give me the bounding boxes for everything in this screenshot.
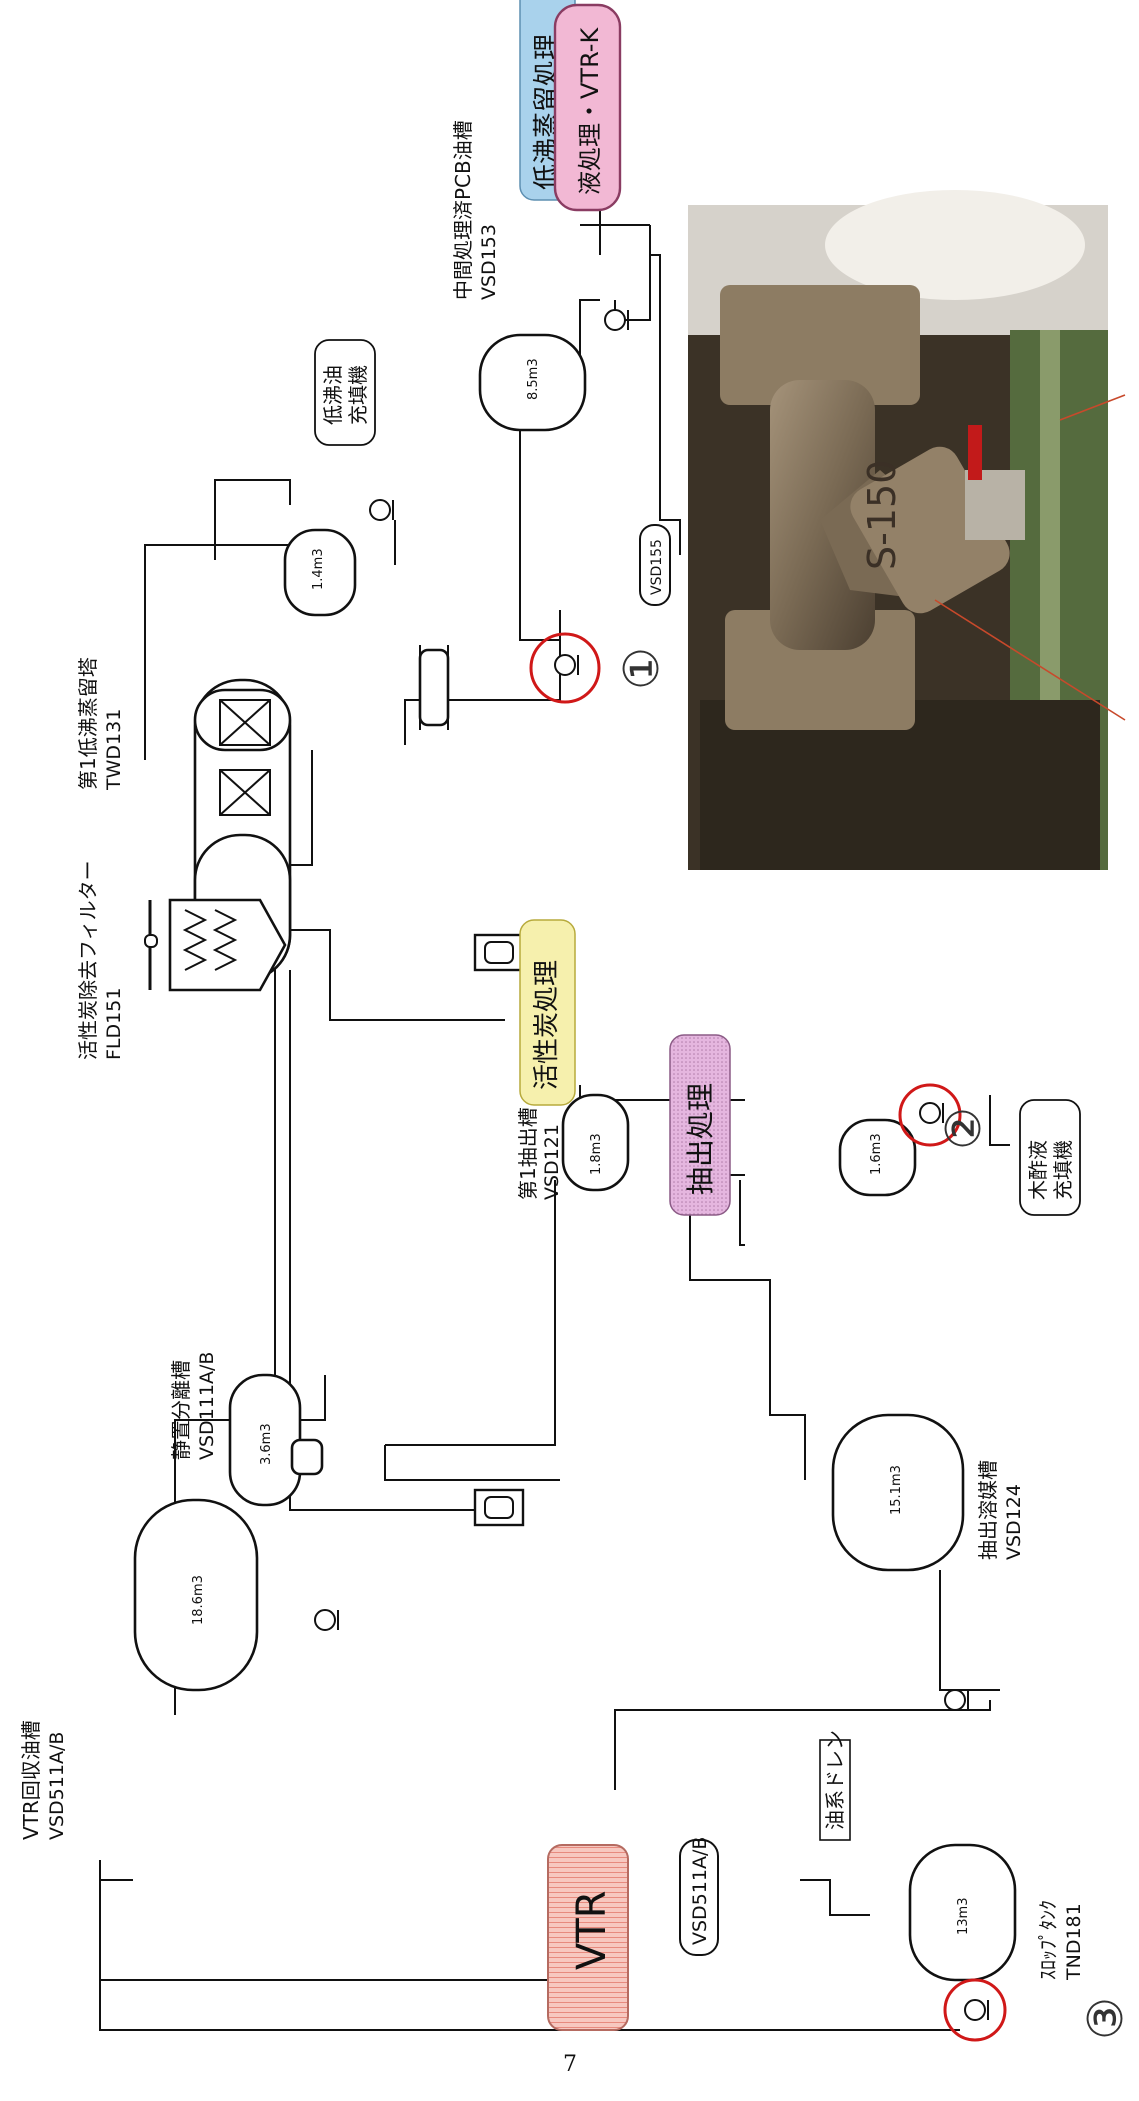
strainer-marking: S-150: [860, 460, 904, 570]
section-extraction-label: 抽出処理: [684, 1083, 717, 1195]
intermediate-tank-volume: 8.5m3: [526, 358, 541, 400]
marker-2: ②: [936, 1107, 992, 1150]
static-separator-code: VSD111A/B: [196, 1352, 218, 1460]
highlight-pump-2: [898, 1083, 962, 1147]
low-boil-filler-line2: 充填機: [346, 365, 370, 425]
static-separator-volume: 3.6m3: [259, 1423, 274, 1465]
activated-carbon-filter: [144, 898, 287, 992]
first-extraction-code: VSD121: [541, 1124, 563, 1200]
low-boiling-receiver: [283, 528, 357, 617]
extraction-solvent-name: 抽出溶媒槽: [976, 1460, 1000, 1560]
pump: [964, 1999, 989, 2021]
vtr-recovery-code: VSD511A/B: [46, 1732, 68, 1840]
static-separator-name: 静置分離槽: [169, 1360, 193, 1460]
heat-exchanger: [418, 645, 450, 730]
pump: [314, 1609, 339, 1631]
first-extraction-volume: 1.8m3: [589, 1133, 604, 1175]
static-separator-boot: [290, 1438, 324, 1476]
pump: [604, 309, 629, 331]
section-activated-carbon-label: 活性炭処理: [532, 960, 562, 1090]
intermediate-tank-name: 中間処理済PCB油槽: [451, 120, 475, 300]
liquid-vtrk-label: 液処理・VTR-K: [576, 27, 604, 195]
pump: [369, 499, 394, 521]
pyroligneous-volume: 1.6m3: [869, 1133, 884, 1175]
vessels: 18.6m3 3.6m3 1.8m3 15.1m3 1.6m3 1.4m3 8.…: [133, 333, 1017, 1982]
highlight-pump-3: [943, 1978, 1007, 2042]
distillation-column-code: TWD131: [103, 709, 125, 791]
oil-drain-label: 油系ドレン: [823, 1730, 847, 1830]
oil-drain-box: 油系ドレン: [819, 1730, 851, 1841]
pumps: [314, 309, 989, 2021]
waste-drum: [473, 1488, 525, 1527]
slop-tank: [908, 1843, 1017, 1982]
pyroligneous-filler-line2: 充填機: [1051, 1140, 1075, 1200]
page-number: 7: [563, 2052, 577, 2077]
slop-tank-name: ｽﾛｯﾌﾟﾀﾝｸ: [1036, 1900, 1060, 1980]
pump: [554, 654, 579, 676]
extraction-solvent-tank: [831, 1413, 965, 1572]
pump: [919, 1102, 944, 1124]
section-extraction: 抽出処理: [669, 1034, 731, 1216]
low-boil-filler-line1: 低沸油: [321, 365, 345, 425]
markers: ① ② ③: [614, 647, 1134, 2040]
pyroligneous-receiver: [838, 1118, 917, 1197]
extraction-solvent-code: VSD124: [1003, 1484, 1025, 1560]
pump: [944, 1689, 969, 1711]
slop-tank-volume: 13m3: [956, 1898, 971, 1935]
strainer-photo: S-150: [688, 190, 1126, 870]
equipment-labels: VTR回収油槽 VSD511A/B 静置分離槽 VSD111A/B 活性炭除去フ…: [19, 120, 1085, 1981]
vtr-label: VTR: [569, 1890, 615, 1970]
section-activated-carbon: 活性炭処理: [519, 919, 576, 1106]
vtr-unit: VTR: [547, 1844, 629, 2031]
distillation-column-name: 第1低沸蒸留塔: [76, 657, 100, 790]
carbon-filter-code: FLD151: [103, 988, 125, 1060]
first-extraction-tank: [561, 1093, 630, 1192]
vtr-recovery-tank: [133, 1498, 259, 1692]
vtr-recovery-name: VTR回収油槽: [19, 1720, 43, 1840]
pyroligneous-filler-line1: 木酢液: [1026, 1140, 1050, 1200]
extraction-solvent-volume: 15.1m3: [889, 1465, 904, 1515]
marker-3: ③: [1078, 1997, 1134, 2040]
carbon-filter-name: 活性炭除去フィルター: [76, 860, 100, 1060]
liquid-vtrk-box: 液処理・VTR-K: [553, 3, 622, 212]
vsd511-tag: VSD511A/B: [679, 1837, 719, 1956]
intermediate-tank-code: VSD153: [478, 224, 500, 300]
marker-1: ①: [614, 647, 670, 690]
slop-tank-code: TND181: [1063, 1903, 1085, 1981]
vsd155-tag: VSD155: [639, 524, 671, 606]
intermediate-tank: [478, 333, 587, 432]
low-boiling-receiver-volume: 1.4m3: [311, 548, 326, 590]
highlight-pump-1: [529, 632, 601, 704]
vsd511-tag-text: VSD511A/B: [689, 1837, 711, 1945]
filler-boxes: [314, 339, 1081, 1216]
waste-drum: [473, 933, 525, 972]
first-extraction-name: 第1抽出槽: [516, 1107, 540, 1200]
vsd155-tag-text: VSD155: [649, 539, 665, 595]
red-highlights: [529, 632, 1007, 2042]
vtr-recovery-volume: 18.6m3: [191, 1575, 206, 1625]
